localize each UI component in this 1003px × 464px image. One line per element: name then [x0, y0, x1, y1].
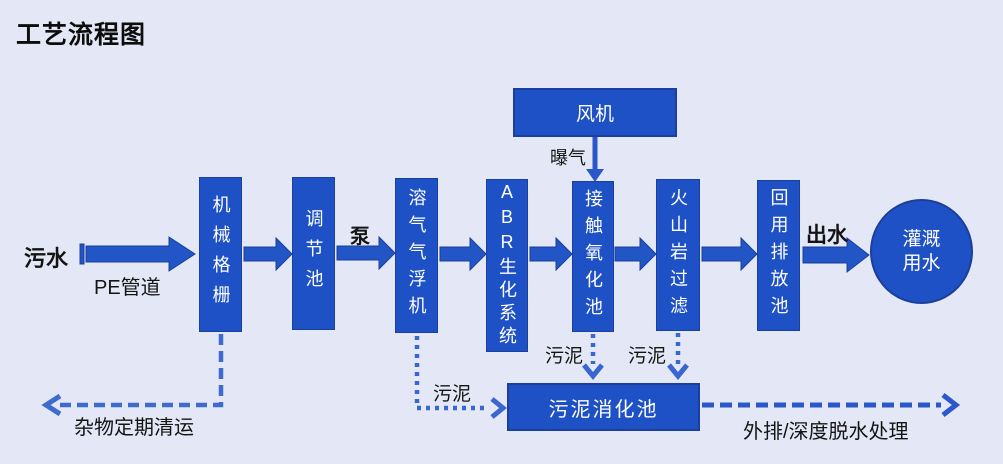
debris-removal-label: 杂物定期清运	[74, 417, 194, 439]
effluent-arrow	[802, 236, 870, 274]
node-abr-system-label: ABR生化系统	[497, 182, 517, 349]
node-fan: 风机	[513, 88, 677, 137]
pump-arrow	[336, 235, 396, 271]
node-fan-label: 风机	[575, 104, 614, 125]
node-contact-oxidation-label: 接触氧化池	[583, 189, 603, 324]
flow-arrow-2	[439, 236, 487, 272]
node-irrigation-water: 灌溉 用水	[870, 199, 973, 304]
external-treatment-label: 外排/深度脱水处理	[743, 421, 909, 443]
node-volcanic-filter-label: 火山岩过滤	[668, 187, 688, 323]
node-irrigation-water-line2: 用水	[902, 252, 941, 274]
pump-label: 泵	[350, 226, 370, 248]
influent-label: 污水	[24, 246, 69, 271]
diagram-title: 工艺流程图	[16, 21, 147, 49]
node-regulating-tank-label: 调节池	[303, 208, 324, 299]
aeration-label: 曝气	[550, 148, 586, 168]
node-volcanic-filter: 火山岩过滤	[656, 179, 700, 331]
debris-dashed-connector	[41, 334, 224, 417]
aeration-arrow	[586, 137, 604, 182]
node-abr-system: ABR生化系统	[486, 179, 528, 352]
node-daf-machine: 溶气气浮机	[395, 178, 438, 333]
daf-sludge-dotted-connector	[414, 336, 507, 419]
flow-arrow-3	[529, 236, 573, 272]
node-regulating-tank: 调节池	[292, 177, 335, 330]
volcanic-sludge-dotted-connector	[667, 333, 689, 380]
flow-arrow-4	[614, 236, 657, 272]
node-mechanical-screen-label: 机械格栅	[210, 194, 231, 315]
node-reuse-discharge-label: 回用排放池	[768, 188, 789, 323]
contact-sludge-dotted-connector	[582, 334, 604, 380]
external-dashed-connector	[702, 393, 961, 417]
node-reuse-discharge: 回用排放池	[757, 180, 800, 331]
sludge-label-volcanic: 污泥	[628, 346, 667, 367]
sludge-label-contact: 污泥	[545, 346, 584, 367]
flow-arrow-5	[701, 236, 758, 272]
node-sludge-digestion-label: 污泥消化池	[548, 398, 659, 421]
flow-arrow-1	[243, 236, 293, 272]
sludge-label-daf: 污泥	[433, 384, 472, 405]
node-irrigation-water-line1: 灌溉	[902, 228, 941, 250]
node-sludge-digestion: 污泥消化池	[507, 383, 700, 431]
node-daf-machine-label: 溶气气浮机	[406, 188, 427, 323]
influent-arrow	[79, 236, 196, 272]
pe-pipe-label: PE管道	[94, 277, 161, 299]
node-contact-oxidation: 接触氧化池	[572, 181, 614, 332]
node-mechanical-screen: 机械格栅	[199, 177, 242, 332]
effluent-label: 出水	[806, 224, 848, 247]
